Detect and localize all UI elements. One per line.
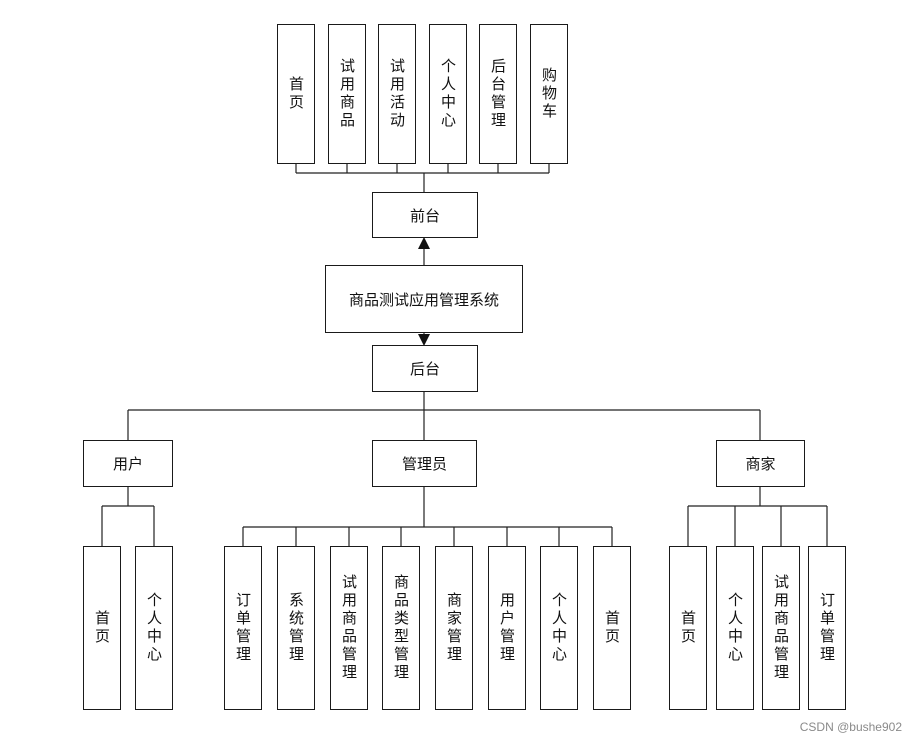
admin-node-order-management: 订单管理 bbox=[224, 546, 262, 710]
frontend-node-shopping-cart: 购物车 bbox=[530, 24, 568, 164]
admin-node-user-management: 用户管理 bbox=[488, 546, 526, 710]
admin-node-personal-center: 个人中心 bbox=[540, 546, 578, 710]
role-node-admin: 管理员 bbox=[372, 440, 477, 487]
frontend-node: 前台 bbox=[372, 192, 478, 238]
frontend-node-backend-admin: 后台管理 bbox=[479, 24, 517, 164]
role-node-user: 用户 bbox=[83, 440, 173, 487]
merchant-node-home: 首页 bbox=[669, 546, 707, 710]
admin-node-product-type-management: 商品类型管理 bbox=[382, 546, 420, 710]
role-node-merchant: 商家 bbox=[716, 440, 805, 487]
frontend-node-trial-products: 试用商品 bbox=[328, 24, 366, 164]
user-node-home: 首页 bbox=[83, 546, 121, 710]
merchant-node-order-management: 订单管理 bbox=[808, 546, 846, 710]
root-node: 商品测试应用管理系统 bbox=[325, 265, 523, 333]
admin-node-merchant-management: 商家管理 bbox=[435, 546, 473, 710]
admin-node-home: 首页 bbox=[593, 546, 631, 710]
frontend-node-trial-activities: 试用活动 bbox=[378, 24, 416, 164]
merchant-node-trial-product-management: 试用商品管理 bbox=[762, 546, 800, 710]
merchant-node-personal-center: 个人中心 bbox=[716, 546, 754, 710]
watermark: CSDN @bushe902 bbox=[799, 720, 902, 734]
frontend-node-home: 首页 bbox=[277, 24, 315, 164]
admin-node-trial-product-management: 试用商品管理 bbox=[330, 546, 368, 710]
admin-node-system-management: 系统管理 bbox=[277, 546, 315, 710]
user-node-personal-center: 个人中心 bbox=[135, 546, 173, 710]
backend-node: 后台 bbox=[372, 345, 478, 392]
frontend-node-personal-center: 个人中心 bbox=[429, 24, 467, 164]
